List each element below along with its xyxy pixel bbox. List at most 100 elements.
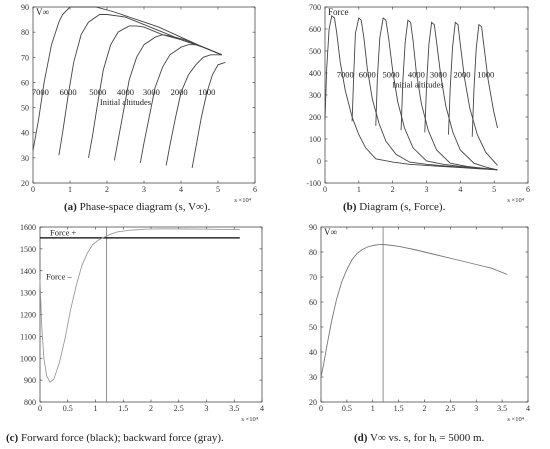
altitude-label-b: 4000 (408, 69, 425, 79)
plot-frame-c (39, 226, 263, 403)
caption-b-letter: (b) (343, 201, 357, 213)
x-tick-label-d: 2 (423, 404, 427, 413)
series-line-a-5000 (88, 25, 222, 158)
x-tick-label-d: 0.5 (342, 404, 352, 413)
y-tick-label-d: 30 (309, 373, 317, 382)
altitude-label-b: 3000 (430, 69, 447, 79)
caption-a-letter: (a) (64, 201, 77, 213)
y-tick-label-b: 300 (309, 91, 321, 100)
x-axis-label-c: s ×10⁴ (241, 416, 258, 423)
label-force-plus: Force + (50, 227, 76, 237)
x-tick-label-d: 1 (371, 404, 375, 413)
annotation-b: Initial altitudes (392, 79, 443, 89)
y-tick-label-c: 1400 (20, 267, 36, 276)
x-tick-label-c: 1 (94, 404, 98, 413)
x-tick-label-b: 2 (391, 185, 395, 194)
y-tick-label-b: 100 (309, 135, 321, 144)
y-tick-label-c: 1300 (20, 289, 36, 298)
x-tick-label-c: 0 (38, 404, 42, 413)
y-tick-label-b: 500 (309, 47, 321, 56)
y-tick-label-d: 90 (309, 223, 317, 232)
series-line-a-4000 (113, 34, 222, 161)
y-axis-label-a: V∞ (36, 7, 49, 17)
altitude-label-a: 3000 (143, 87, 160, 97)
altitude-label-b: 6000 (359, 69, 376, 79)
series-line-b-6000 (351, 17, 498, 171)
y-tick-label-b: 0 (317, 157, 321, 166)
x-axis-label-d: s ×10⁴ (507, 416, 524, 423)
altitude-label-b: 2000 (454, 69, 471, 79)
y-tick-label-d: 60 (309, 298, 317, 307)
y-tick-label-a: 30 (21, 154, 29, 163)
y-tick-label-b: 700 (309, 3, 321, 12)
x-tick-label-a: 0 (31, 185, 35, 194)
caption-c: (c) Forward force (black); backward forc… (6, 432, 224, 444)
y-tick-label-b: 400 (309, 69, 321, 78)
series-line-b-5000 (375, 17, 498, 171)
y-tick-label-a: 80 (21, 28, 29, 37)
y-tick-label-b: 200 (309, 113, 321, 122)
y-tick-label-c: 800 (24, 398, 36, 407)
x-tick-label-a: 5 (216, 185, 220, 194)
x-tick-label-d: 3 (474, 404, 478, 413)
altitude-label-b: 7000 (337, 69, 354, 79)
caption-b: (b) Diagram (s, Force). (343, 201, 445, 213)
series-line-c-Force – (39, 228, 240, 384)
series-line-a-2000 (165, 54, 222, 166)
plot-frame-d (320, 226, 529, 403)
y-tick-label-c: 1100 (20, 332, 36, 341)
x-tick-label-a: 3 (142, 185, 146, 194)
series-line-a-3000 (139, 44, 222, 163)
y-tick-label-a: 70 (21, 53, 29, 62)
series-line-b-7000 (324, 14, 498, 171)
series-line-b-4000 (400, 19, 498, 171)
x-tick-label-c: 3.5 (229, 404, 239, 413)
x-tick-label-d: 0 (319, 404, 323, 413)
x-axis-label-b: s ×10⁴ (507, 197, 524, 204)
altitude-label-a: 2000 (171, 87, 188, 97)
caption-b-text: Diagram (s, Force). (359, 201, 446, 213)
altitude-label-a: 5000 (89, 87, 106, 97)
series-line-b-2000 (448, 21, 498, 166)
y-tick-label-c: 1600 (20, 223, 36, 232)
x-tick-label-a: 2 (105, 185, 109, 194)
y-tick-label-c: 1200 (20, 311, 36, 320)
x-tick-label-b: 6 (526, 185, 530, 194)
y-tick-label-d: 70 (309, 273, 317, 282)
x-tick-label-c: 4 (260, 404, 264, 413)
x-tick-label-c: 3 (205, 404, 209, 413)
x-tick-label-a: 1 (68, 185, 72, 194)
x-tick-label-b: 3 (425, 185, 429, 194)
x-tick-label-c: 1.5 (118, 404, 128, 413)
y-tick-label-a: 40 (21, 129, 29, 138)
x-tick-label-d: 1.5 (394, 404, 404, 413)
x-tick-label-b: 4 (458, 185, 462, 194)
y-tick-label-c: 1000 (20, 354, 36, 363)
label-force-minus: Force – (46, 272, 72, 282)
caption-c-text: Forward force (black); backward force (g… (20, 432, 224, 444)
y-tick-label-a: 20 (21, 179, 29, 188)
x-axis-label-a: s ×10⁴ (234, 197, 251, 204)
altitude-label-b: 1000 (477, 69, 494, 79)
x-tick-label-a: 4 (179, 185, 183, 194)
series-line-b-1000 (471, 23, 498, 137)
y-tick-label-d: 40 (309, 348, 317, 357)
y-tick-label-d: 80 (309, 248, 317, 257)
y-tick-label-a: 60 (21, 78, 29, 87)
x-tick-label-b: 5 (492, 185, 496, 194)
x-tick-label-c: 0.5 (63, 404, 73, 413)
x-tick-label-b: 1 (357, 185, 361, 194)
x-tick-label-b: 0 (323, 185, 327, 194)
series-line-b-3000 (424, 21, 498, 171)
caption-d: (d) V∞ vs. s, for hᵢ = 5000 m. (354, 432, 484, 444)
x-tick-label-c: 2.5 (174, 404, 184, 413)
y-tick-label-d: 50 (309, 323, 317, 332)
y-axis-label-b: Force (328, 7, 349, 17)
altitude-label-a: 1000 (198, 87, 215, 97)
y-tick-label-a: 50 (21, 104, 29, 113)
